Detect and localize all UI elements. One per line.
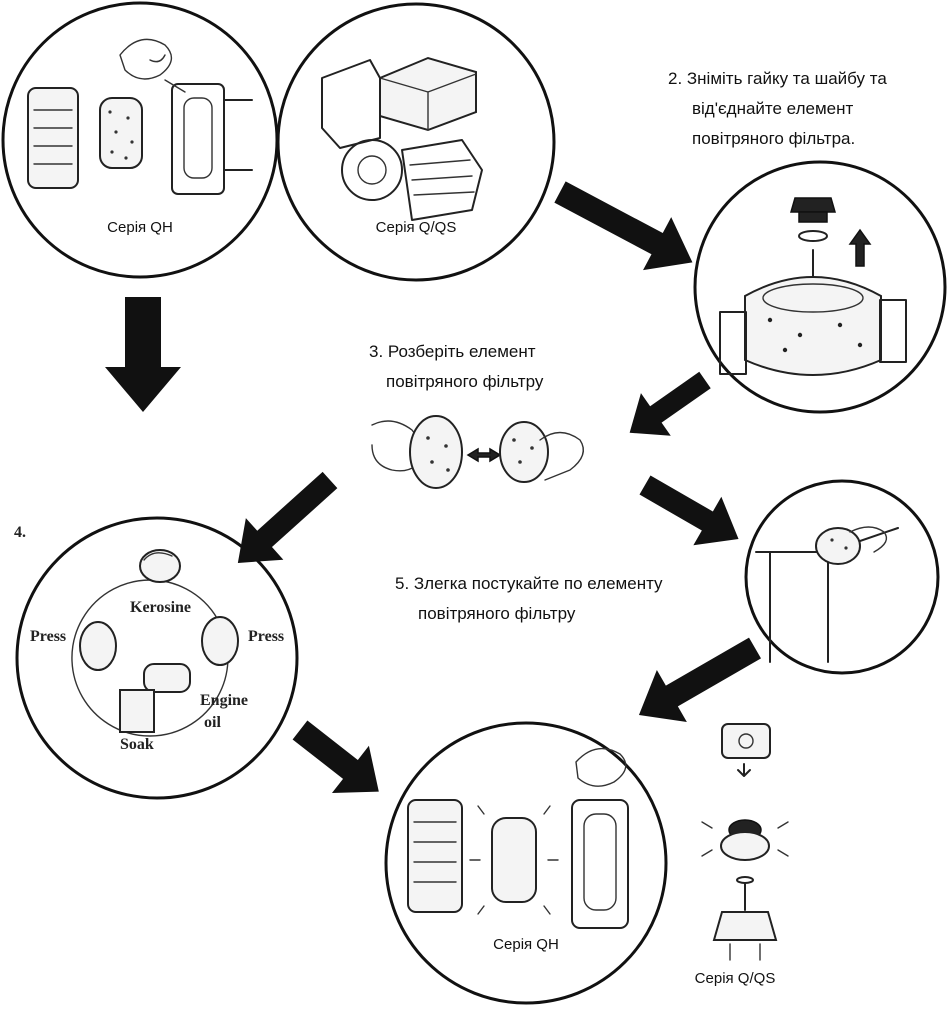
- clean-cover-illustration: [407, 799, 463, 913]
- step-3-line-1: 3. Розберіть елемент: [369, 342, 536, 361]
- filter-cover-illustration: [27, 87, 79, 189]
- engine-illustration: [321, 56, 483, 221]
- label-qh-top: Серія QH: [107, 219, 173, 236]
- kerosine-label: Kerosine: [130, 599, 191, 616]
- step-5-line-2: повітряного фільтру: [418, 604, 576, 623]
- double-arrow-icon: [466, 447, 502, 463]
- arrow-to-step-4: [237, 471, 338, 563]
- arrow-from-step-5: [638, 637, 761, 722]
- press-left-illustration: [79, 621, 117, 671]
- label-qqs-bottom: Серія Q/QS: [695, 970, 776, 987]
- oil-label: oil: [204, 714, 221, 731]
- nut-washer-illustration: [790, 197, 872, 301]
- flow-arrows: [105, 181, 761, 794]
- tap-element-illustration: [755, 526, 899, 663]
- step-5-instruction: 5. Злегка постукайте по елементу повітря…: [395, 574, 663, 623]
- engine-oil-illustration: [143, 663, 191, 693]
- up-arrow-icon: [848, 228, 872, 267]
- separate-element-illustration: [371, 415, 584, 489]
- filter-housing-illustration: [119, 38, 253, 195]
- step-2-instruction: 2. Зніміть гайку та шайбу та від'єднайте…: [668, 69, 887, 148]
- circle-nut-removal: [693, 160, 947, 414]
- press-right-label: Press: [248, 628, 284, 645]
- circle-qh-top: Серія QH: [1, 1, 279, 279]
- kerosine-can-illustration: [139, 549, 181, 583]
- step-2-line-3: повітряного фільтра.: [692, 129, 855, 148]
- arrow-from-step-4: [292, 720, 379, 794]
- foam-element-illustration: [99, 97, 143, 169]
- circle-qh-bottom: Серія QH: [384, 721, 668, 1005]
- step-4-number: 4.: [14, 524, 26, 541]
- step-2-line-1: 2. Зніміть гайку та шайбу та: [668, 69, 887, 88]
- circle-tap-element: [744, 479, 940, 675]
- step-3-line-2: повітряного фільтру: [386, 372, 544, 391]
- step-3-instruction: 3. Розберіть елемент повітряного фільтру: [369, 342, 544, 391]
- label-qh-bottom: Серія QH: [493, 936, 559, 953]
- press-left-label: Press: [30, 628, 66, 645]
- clean-housing-illustration: [571, 747, 629, 929]
- arrow-to-step-5: [639, 475, 739, 546]
- arrow-to-step-3: [629, 371, 711, 436]
- clean-foam-illustration: [469, 805, 559, 915]
- soak-label: Soak: [120, 736, 154, 753]
- circle-cleaning-cycle: Kerosine Press Press Engine oil Soak: [15, 516, 299, 800]
- arrow-down-left: [105, 297, 181, 412]
- filter-base-illustration: [719, 276, 907, 376]
- label-qqs-top: Серія Q/QS: [376, 219, 457, 236]
- qqs-reassembly-illustration: [701, 723, 789, 961]
- soak-container-illustration: [119, 689, 155, 733]
- circle-qqs-top: Серія Q/QS: [276, 2, 556, 282]
- engine-label: Engine: [200, 692, 248, 709]
- press-right-illustration: [201, 616, 239, 666]
- arrow-to-step-2: [554, 181, 693, 271]
- step-5-line-1: 5. Злегка постукайте по елементу: [395, 574, 663, 593]
- step-2-line-2: від'єднайте елемент: [692, 99, 853, 118]
